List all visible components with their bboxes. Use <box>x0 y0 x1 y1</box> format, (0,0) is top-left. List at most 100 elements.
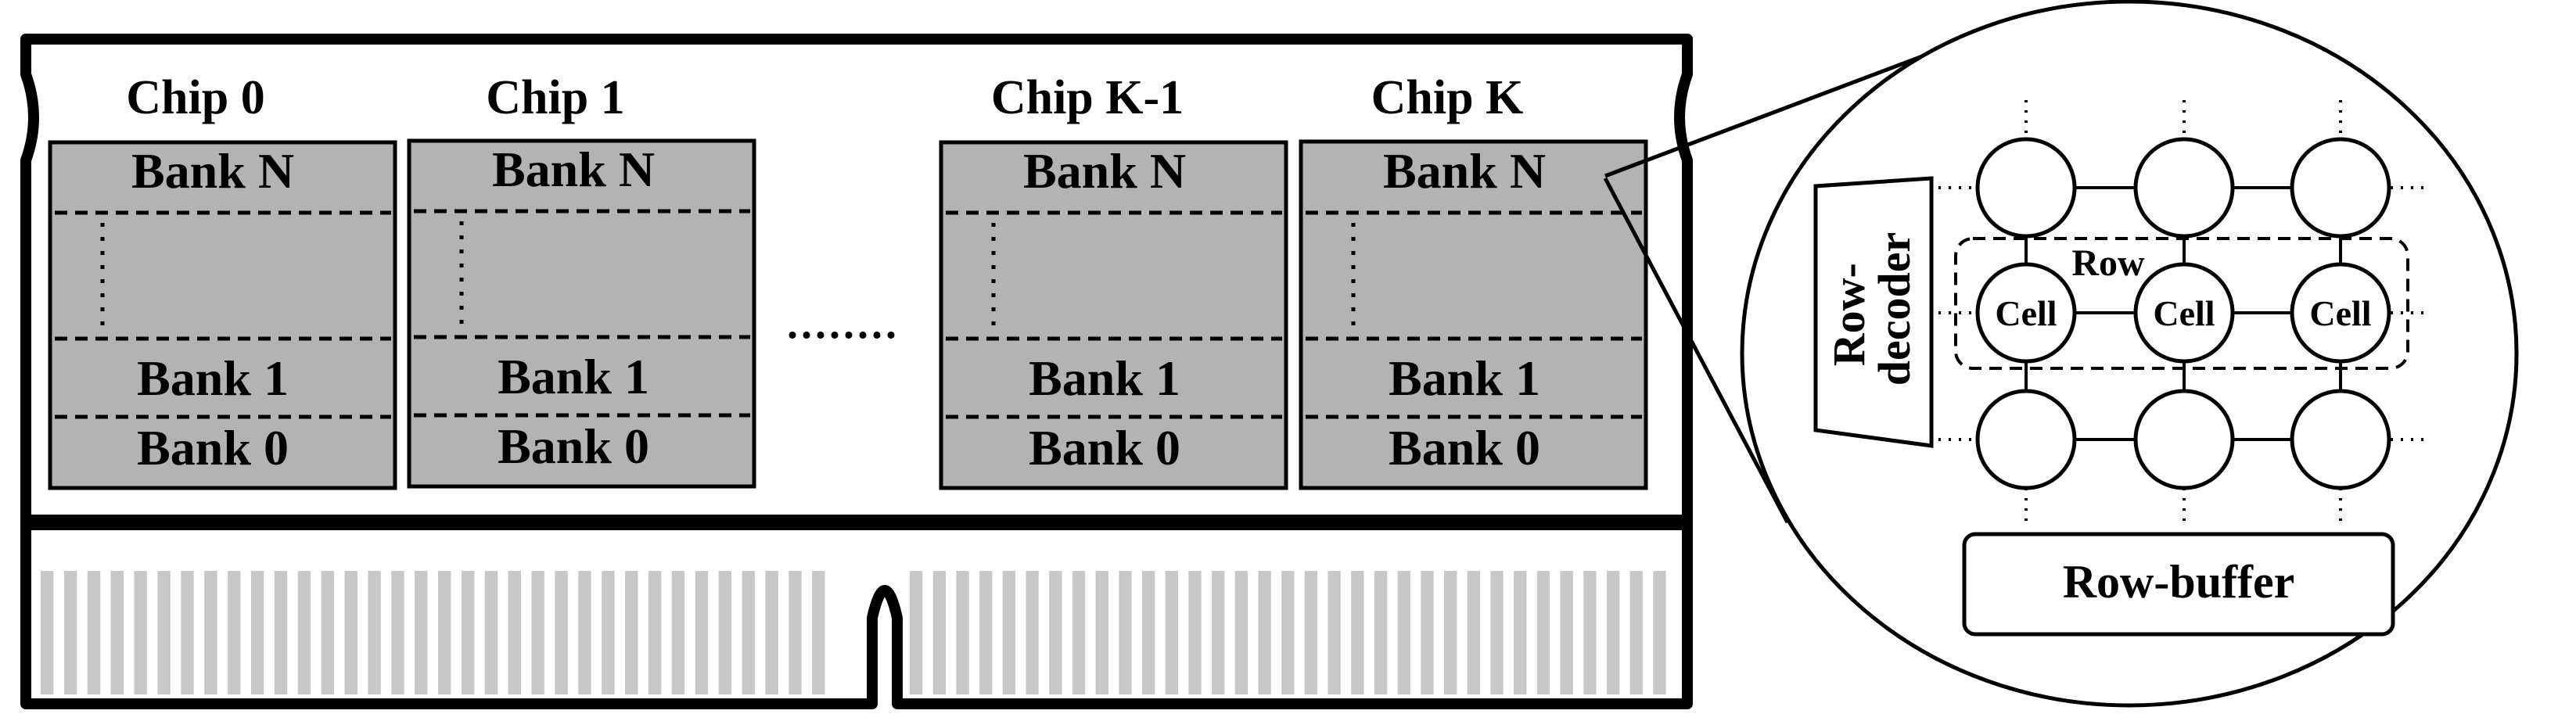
connector-pin <box>41 571 54 694</box>
dimm-module <box>20 34 1693 709</box>
bank-0-label: Bank 0 <box>137 420 289 475</box>
connector-pin <box>415 571 428 694</box>
zoom-line-bottom <box>1603 177 1790 524</box>
connector-pin <box>695 571 709 694</box>
cell-label: Cell <box>2309 293 2371 333</box>
connector-pin <box>531 571 544 694</box>
bank-n-label: Bank N <box>1023 143 1186 199</box>
connector-pin <box>765 571 778 694</box>
connector-pin <box>391 571 404 694</box>
cell-circle <box>1975 389 2077 490</box>
connector-pin <box>250 571 264 694</box>
connector-pin <box>1351 571 1364 694</box>
bank-detail: Row- decoder Row <box>1740 0 2519 708</box>
connector-pin <box>228 571 241 694</box>
cell-circle <box>2290 262 2391 364</box>
connector-pin <box>1095 571 1108 694</box>
connector-pin <box>484 571 498 694</box>
connector-pin <box>812 571 825 694</box>
row-decoder-label: Row- decoder <box>1823 232 1920 386</box>
bank-n-label: Bank N <box>131 143 294 199</box>
connector-pin <box>181 571 194 694</box>
connector-pin <box>1606 571 1620 694</box>
connector-pin <box>1560 571 1573 694</box>
bank-1-label: Bank 1 <box>1389 350 1540 406</box>
connector-pin <box>87 571 101 694</box>
chip-body <box>1299 139 1648 490</box>
row-buffer-label: Row-buffer <box>2063 556 2295 608</box>
connector-pin <box>1188 571 1202 694</box>
chip-body <box>407 138 756 489</box>
connector-pin <box>1374 571 1388 694</box>
connector-pin <box>368 571 381 694</box>
connector-pin <box>1536 571 1550 694</box>
connector-pin <box>204 571 217 694</box>
chip-title: Chip K <box>1371 71 1524 124</box>
connector-pin <box>274 571 288 694</box>
connector-pins-left <box>41 571 825 694</box>
connector-pin <box>555 571 568 694</box>
connector-pin <box>1444 571 1457 694</box>
connector-pin <box>578 571 591 694</box>
connector-pin <box>718 571 731 694</box>
connector-pin <box>1304 571 1318 694</box>
connector-pin <box>742 571 755 694</box>
cell-circle <box>2290 137 2391 239</box>
connector-pin <box>625 571 638 694</box>
cell-circle <box>2290 389 2391 490</box>
connector-pin <box>63 571 77 694</box>
connector-pin <box>157 571 171 694</box>
cell-circle <box>1975 137 2077 239</box>
connector-pin <box>1258 571 1271 694</box>
connector-pin <box>1328 571 1341 694</box>
connector-pin <box>932 571 946 694</box>
connector-pin <box>1421 571 1434 694</box>
connector-pin <box>1142 571 1155 694</box>
cell-circle <box>1975 262 2077 364</box>
row-decoder-block <box>1813 176 1934 448</box>
connector-pin <box>789 571 802 694</box>
connector-pin <box>1049 571 1062 694</box>
row-highlight-box <box>1954 237 2409 370</box>
connector-pin <box>910 571 923 694</box>
connector-pin <box>1212 571 1225 694</box>
connector-pin <box>602 571 615 694</box>
bank-0-label: Bank 0 <box>1029 420 1180 475</box>
connector-pin <box>1002 571 1016 694</box>
chip-title: Chip 1 <box>486 71 624 124</box>
cell-circle <box>2133 389 2235 490</box>
chip-0: Chip 0 Bank N Bank 1 Bank 0 <box>48 71 397 490</box>
bank-1-label: Bank 1 <box>137 350 289 406</box>
connector-pin <box>648 571 662 694</box>
connector-pin <box>321 571 334 694</box>
chip-ellipsis: ........ <box>787 300 900 348</box>
connector-pin <box>508 571 521 694</box>
connector-pin <box>671 571 685 694</box>
chip-1: Chip 1 Bank N Bank 1 Bank 0 <box>407 71 756 489</box>
cell-label: Cell <box>1995 293 2057 333</box>
dimm-outline <box>20 34 1693 709</box>
connector-pin <box>1072 571 1086 694</box>
connector-pin <box>1653 571 1666 694</box>
connector-pin <box>1583 571 1597 694</box>
connector-pin <box>438 571 451 694</box>
grid-continuation-dots <box>1938 100 2430 529</box>
connector-pin <box>134 571 147 694</box>
chip-title: Chip K-1 <box>991 71 1184 124</box>
connector-pin <box>956 571 969 694</box>
cell-circle <box>2133 262 2235 364</box>
bank-1-label: Bank 1 <box>498 349 649 404</box>
connector-pin <box>1026 571 1039 694</box>
cell-circle <box>2133 137 2235 239</box>
bank-1-label: Bank 1 <box>1029 350 1180 406</box>
connector-pin <box>979 571 993 694</box>
bank-0-label: Bank 0 <box>1389 420 1540 475</box>
connector-pin <box>110 571 124 694</box>
bank-0-label: Bank 0 <box>498 418 649 474</box>
connector-pin <box>1467 571 1480 694</box>
chip-body <box>939 140 1288 490</box>
connector-pin <box>1629 571 1643 694</box>
row-buffer-block <box>1962 532 2395 637</box>
chip-k: Chip K Bank N Bank 1 Bank 0 <box>1299 71 1648 490</box>
